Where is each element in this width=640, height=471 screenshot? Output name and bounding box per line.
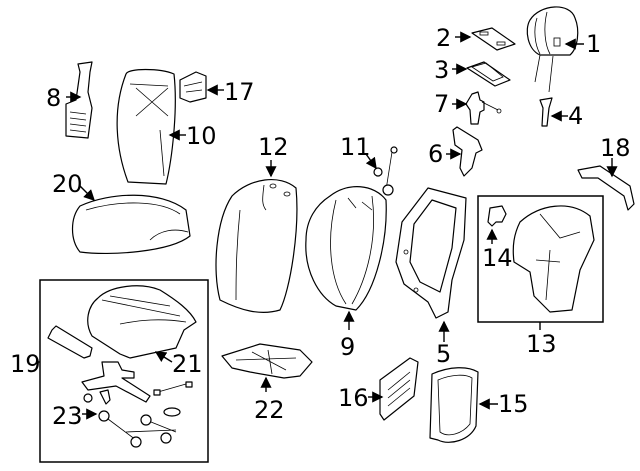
- callout-20: 20: [52, 170, 83, 198]
- callout-10: 10: [186, 122, 217, 150]
- callout-14: 14: [482, 244, 513, 272]
- callout-12: 12: [258, 133, 289, 161]
- part-guide-pin[interactable]: [539, 97, 553, 127]
- callout-8: 8: [46, 84, 61, 112]
- callout-13: 13: [526, 330, 557, 358]
- part-clip-bracket[interactable]: [179, 71, 207, 103]
- part-bracket[interactable]: [452, 126, 483, 177]
- part-back-panel[interactable]: [429, 367, 479, 443]
- callout-1: 1: [586, 30, 601, 58]
- part-headrest[interactable]: [526, 6, 579, 93]
- callout-15: 15: [498, 390, 529, 418]
- part-seat-back-frame[interactable]: [395, 187, 467, 319]
- part-seat-back-panel[interactable]: [116, 68, 176, 185]
- part-lumbar-support[interactable]: [65, 61, 93, 139]
- part-cushion-pad[interactable]: [87, 285, 197, 359]
- part-bolt[interactable]: [373, 146, 398, 196]
- callout-6: 6: [428, 140, 443, 168]
- callout-23: 23: [52, 402, 83, 430]
- part-guide-plate[interactable]: [466, 61, 511, 87]
- part-rear-panel[interactable]: [512, 205, 595, 313]
- callout-18: 18: [600, 134, 631, 162]
- callout-4: 4: [568, 102, 583, 130]
- callout-22: 22: [254, 396, 285, 424]
- part-cushion-bracket[interactable]: [81, 361, 193, 417]
- part-trim-cover[interactable]: [471, 27, 516, 51]
- callout-7: 7: [434, 90, 449, 118]
- part-cushion-side[interactable]: [47, 325, 93, 359]
- callout-17: 17: [224, 78, 255, 106]
- part-seat-back-pad[interactable]: [305, 186, 387, 311]
- part-seat-back-cover[interactable]: [215, 179, 298, 313]
- callout-2: 2: [436, 24, 451, 52]
- callout-16: 16: [338, 384, 369, 412]
- assembly-box-19: [39, 279, 209, 463]
- callout-19: 19: [10, 350, 41, 378]
- part-trim-panel[interactable]: [379, 357, 419, 421]
- part-harness[interactable]: [98, 410, 177, 448]
- callout-11: 11: [340, 133, 371, 161]
- part-clip[interactable]: [487, 205, 507, 227]
- callout-9: 9: [340, 333, 355, 361]
- callout-3: 3: [434, 56, 449, 84]
- part-cushion-frame[interactable]: [221, 343, 313, 379]
- callout-5: 5: [436, 340, 451, 368]
- part-cushion-cover[interactable]: [71, 194, 191, 255]
- part-side-trim[interactable]: [577, 165, 635, 211]
- callout-21: 21: [172, 350, 203, 378]
- part-lock-mechanism[interactable]: [465, 91, 502, 125]
